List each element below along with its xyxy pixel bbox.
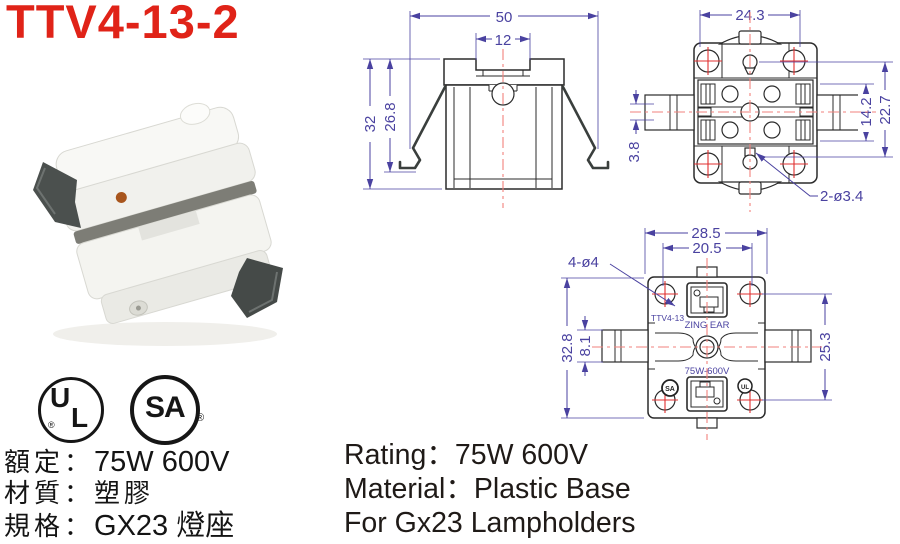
front-view-drawing: 50 12 32 26.8 (362, 8, 610, 208)
photo-clip-right (231, 258, 283, 318)
ul-logo: U L ® (38, 377, 104, 443)
page-title: TTV4-13-2 (6, 0, 240, 48)
spec-material-cn: 材質：塑膠 (4, 478, 344, 510)
csa-registered-symbol: ® (196, 412, 205, 424)
csa-mark-icon (661, 379, 679, 397)
bottom-arm-left (601, 329, 649, 363)
side-centerlines (630, 12, 876, 212)
front-dimensions: 50 12 32 26.8 (362, 8, 599, 190)
bottom-dim-arm-width: 8.1 (577, 336, 594, 357)
side-dim-pin-span: 22.7 (877, 95, 894, 124)
product-photo (33, 102, 283, 346)
material-value-cn: 塑膠 (94, 479, 155, 508)
bottom-dim-body-height: 32.8 (559, 333, 576, 362)
bottom-view-drawing: TTV4-13 ZING EAR 75W-600V SA UL 28.5 20.… (559, 225, 834, 440)
model-marking: TTV4-13 (651, 313, 684, 323)
side-dim-hole-note: 2-ø3.4 (820, 188, 863, 205)
bottom-dim-hole-note: 4-ø4 (568, 254, 599, 271)
side-view-drawing: 24.3 14.2 22.7 3.8 2-ø3.4 (626, 7, 894, 212)
bottom-dim-hole-span-v: 25.3 (817, 332, 834, 361)
bottom-dim-body-width: 28.5 (691, 225, 720, 242)
spec-spec-cn: 規格：GX23 燈座 (4, 510, 344, 542)
front-dim-slot-width: 12 (495, 32, 512, 49)
spring-clip-left (398, 85, 447, 170)
spec-rating-en: Rating：75W 600V (344, 439, 588, 471)
front-dim-overall-width: 50 (496, 9, 513, 26)
bottom-dimensions: 28.5 20.5 4-ø4 32.8 8.1 25.3 (559, 225, 834, 419)
contact-dot (115, 191, 127, 203)
spec-usage-en: For Gx23 Lampholders (344, 507, 636, 539)
side-hole-crosses (694, 47, 808, 178)
ul-logo-u: U (50, 382, 71, 413)
photo-body (55, 102, 273, 324)
specs-chinese: 額定：75W 600V 材質：塑膠 規格：GX23 燈座 (4, 446, 344, 542)
photo-shadow (53, 322, 277, 346)
csa-mark-text: SA (665, 386, 675, 393)
rating-value-cn: 75W 600V (94, 446, 230, 478)
front-part-outline (398, 58, 610, 190)
bottom-dim-hole-span-h: 20.5 (692, 240, 721, 257)
front-dim-overall-height: 32 (362, 116, 379, 133)
ul-mark-icon (737, 378, 753, 394)
side-dim-stub-offset: 3.8 (626, 142, 643, 163)
rating-label-cn: 額定： (4, 448, 95, 477)
spec-rating-cn: 額定：75W 600V (4, 446, 344, 478)
spring-clip-right (561, 85, 610, 170)
ul-registered-symbol: ® (48, 420, 55, 430)
csa-logo: SA (130, 375, 200, 445)
specs-english: Rating：75W 600V Material：Plastic Base Fo… (344, 438, 724, 540)
spec-material-en: Material：Plastic Base (344, 473, 631, 505)
material-label-cn: 材質： (4, 479, 95, 508)
ul-logo-l: L (71, 402, 89, 433)
bottom-arm-right (764, 329, 812, 363)
front-dim-clip-height: 26.8 (382, 102, 399, 131)
spec-value-cn: GX23 燈座 (94, 510, 235, 542)
csa-logo-sa: SA (145, 391, 186, 424)
ul-mark-text: UL (741, 385, 749, 391)
spec-label-cn: 規格： (4, 512, 95, 541)
bottom-centerlines (592, 258, 822, 440)
lamp-slot (73, 181, 257, 244)
photo-clip-left (33, 162, 81, 228)
